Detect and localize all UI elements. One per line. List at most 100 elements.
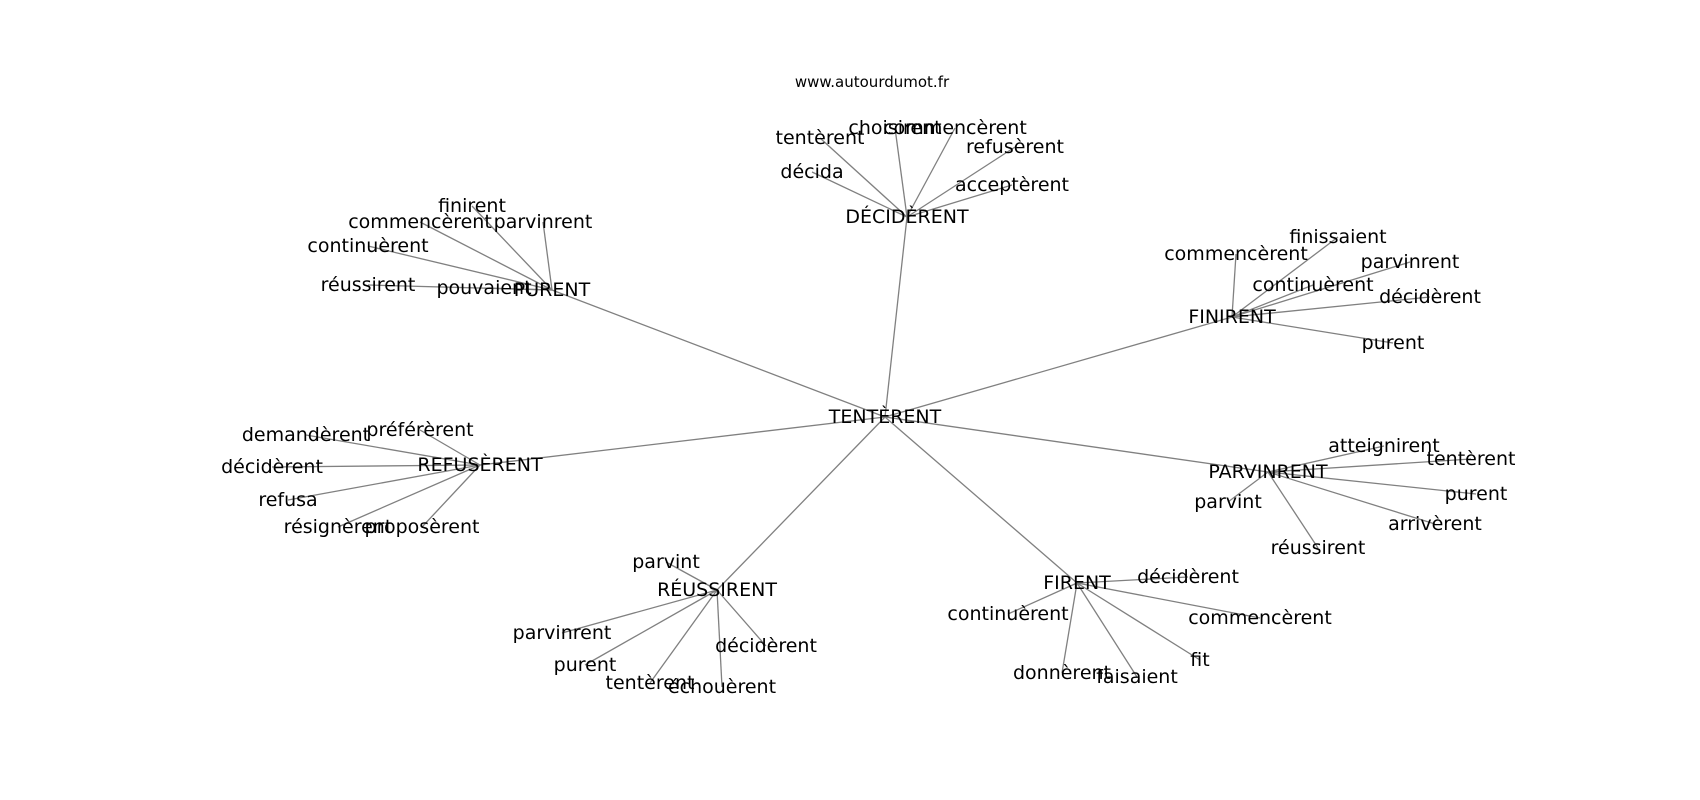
edge-purent-parvinrent	[542, 221, 553, 291]
edge-finirent-purent	[1231, 316, 1394, 344]
node-hub-deciderent: DÉCIDÈRENT	[845, 205, 969, 228]
node-leaf-reussirent-tenterent: tentèrent	[606, 672, 695, 694]
edge-refuserent-resignerent	[337, 464, 481, 528]
node-hub-finirent: FINIRENT	[1188, 306, 1276, 328]
node-leaf-finirent-deciderent: décidèrent	[1379, 286, 1481, 308]
node-leaf-finirent-finissaient: finissaient	[1289, 226, 1386, 248]
edge-parvinrent-tenterent	[1267, 458, 1472, 473]
edge-deciderent-accepterent	[906, 184, 1013, 218]
node-hub-parvinrent: PARVINRENT	[1208, 461, 1328, 483]
node-leaf-firent-fit: fit	[1190, 649, 1209, 671]
edge-center-refuserent	[479, 416, 886, 466]
edge-center-finirent	[884, 316, 1233, 418]
edge-finirent-parvinrent	[1231, 261, 1411, 318]
edge-refuserent-deciderent	[271, 464, 481, 468]
node-leaf-deciderent-choisirent: choisirent	[848, 117, 941, 139]
node-hub-reussirent: RÉUSSIRENT	[657, 578, 777, 601]
node-leaf-deciderent-commencerent: commencèrent	[883, 117, 1027, 139]
node-center-tenterent: TENTÈRENT	[828, 405, 942, 428]
edge-parvinrent-arriverent	[1267, 471, 1436, 525]
edge-deciderent-tenterent	[819, 137, 908, 218]
source-label: www.autourdumot.fr	[795, 73, 950, 91]
edge-deciderent-refuserent	[906, 146, 1016, 218]
edge-reussirent-parvinrent	[561, 589, 718, 634]
node-leaf-refuserent-demanderent: demandèrent	[242, 424, 370, 446]
edge-firent-deciderent	[1076, 576, 1189, 584]
node-leaf-firent-faisaient: faisaient	[1096, 666, 1178, 688]
edge-parvinrent-atteignirent	[1267, 445, 1385, 473]
node-leaf-deciderent-decida: décida	[780, 161, 843, 183]
edge-reussirent-purent	[584, 589, 718, 666]
edge-parvinrent-parvint	[1227, 471, 1269, 503]
node-leaf-firent-commencerent: commencèrent	[1188, 607, 1332, 629]
node-leaf-parvinrent-purent: purent	[1445, 483, 1508, 505]
edge-purent-finirent	[471, 205, 553, 291]
edge-center-parvinrent	[884, 416, 1269, 473]
node-leaf-purent-finirent: finirent	[438, 195, 506, 217]
node-leaf-purent-pouvaient: pouvaient	[436, 277, 531, 299]
edge-firent-fit	[1076, 582, 1201, 661]
edge-firent-continuerent	[1007, 582, 1078, 615]
node-leaf-firent-donnerent: donnèrent	[1013, 662, 1111, 684]
edge-purent-pouvaient	[483, 287, 553, 291]
node-leaf-parvinrent-arriverent: arrivèrent	[1388, 513, 1482, 535]
edge-refuserent-refusa	[287, 464, 481, 501]
node-leaf-deciderent-accepterent: acceptèrent	[955, 174, 1069, 196]
node-leaf-refuserent-resignerent: résignèrent	[284, 516, 393, 538]
edge-deciderent-choisirent	[894, 127, 908, 218]
node-leaf-refuserent-proposerent: proposèrent	[365, 516, 480, 538]
graph-labels: TENTÈRENTDÉCIDÈRENTtentèrentchoisirentco…	[221, 117, 1515, 698]
node-leaf-purent-reussirent: réussirent	[321, 274, 416, 296]
edge-deciderent-decida	[811, 171, 908, 218]
node-leaf-finirent-commencerent: commencèrent	[1164, 243, 1308, 265]
node-leaf-deciderent-refuserent: refusèrent	[966, 136, 1064, 158]
edge-center-firent	[884, 416, 1078, 584]
edge-finirent-deciderent	[1231, 296, 1431, 318]
node-leaf-reussirent-parvinrent: parvinrent	[513, 622, 612, 644]
node-leaf-reussirent-parvint: parvint	[632, 551, 700, 573]
node-leaf-purent-commencerent: commencèrent	[348, 211, 492, 233]
node-leaf-parvinrent-atteignirent: atteignirent	[1328, 435, 1439, 457]
edge-purent-commencerent	[419, 221, 553, 291]
edge-reussirent-echouerent	[716, 589, 723, 688]
edge-deciderent-commencerent	[906, 127, 956, 218]
edge-refuserent-prefererent	[419, 429, 481, 466]
node-leaf-firent-continuerent: continuèrent	[947, 603, 1068, 625]
edge-refuserent-proposerent	[421, 464, 481, 528]
edge-center-purent	[551, 289, 886, 418]
node-hub-purent: PURENT	[514, 279, 591, 301]
node-leaf-refuserent-deciderent: décidèrent	[221, 456, 323, 478]
node-leaf-reussirent-deciderent: décidèrent	[715, 635, 817, 657]
node-hub-refuserent: REFUSÈRENT	[417, 453, 543, 476]
edge-finirent-finissaient	[1231, 236, 1339, 318]
node-leaf-finirent-parvinrent: parvinrent	[1361, 251, 1460, 273]
edge-purent-continuerent	[367, 245, 553, 291]
node-leaf-purent-parvinrent: parvinrent	[494, 211, 593, 233]
node-hub-firent: FIRENT	[1043, 572, 1111, 594]
node-leaf-reussirent-purent: purent	[554, 654, 617, 676]
edge-refuserent-demanderent	[305, 434, 481, 466]
node-leaf-reussirent-echouerent: échouèrent	[668, 676, 776, 698]
node-leaf-parvinrent-reussirent: réussirent	[1271, 537, 1366, 559]
edge-finirent-continuerent	[1231, 284, 1314, 318]
edge-center-deciderent	[884, 216, 908, 418]
edge-reussirent-parvint	[665, 561, 718, 591]
node-leaf-firent-deciderent: décidèrent	[1137, 566, 1239, 588]
edge-reussirent-deciderent	[716, 589, 767, 647]
edge-firent-commencerent	[1076, 582, 1261, 619]
node-leaf-refuserent-refusa: refusa	[258, 489, 317, 511]
edge-parvinrent-reussirent	[1267, 471, 1319, 549]
edge-firent-faisaient	[1076, 582, 1138, 678]
node-leaf-purent-continuerent: continuèrent	[307, 235, 428, 257]
edge-parvinrent-purent	[1267, 471, 1477, 495]
node-leaf-finirent-continuerent: continuèrent	[1252, 274, 1373, 296]
edge-reussirent-tenterent	[649, 589, 718, 684]
node-leaf-refuserent-prefererent: préférèrent	[366, 419, 473, 441]
edge-firent-donnerent	[1061, 582, 1078, 674]
node-leaf-parvinrent-tenterent: tentèrent	[1427, 448, 1516, 470]
node-leaf-parvinrent-parvint: parvint	[1194, 491, 1262, 513]
node-leaf-deciderent-tenterent: tentèrent	[776, 127, 865, 149]
edge-center-reussirent	[716, 416, 886, 591]
edge-finirent-commencerent	[1231, 253, 1237, 318]
